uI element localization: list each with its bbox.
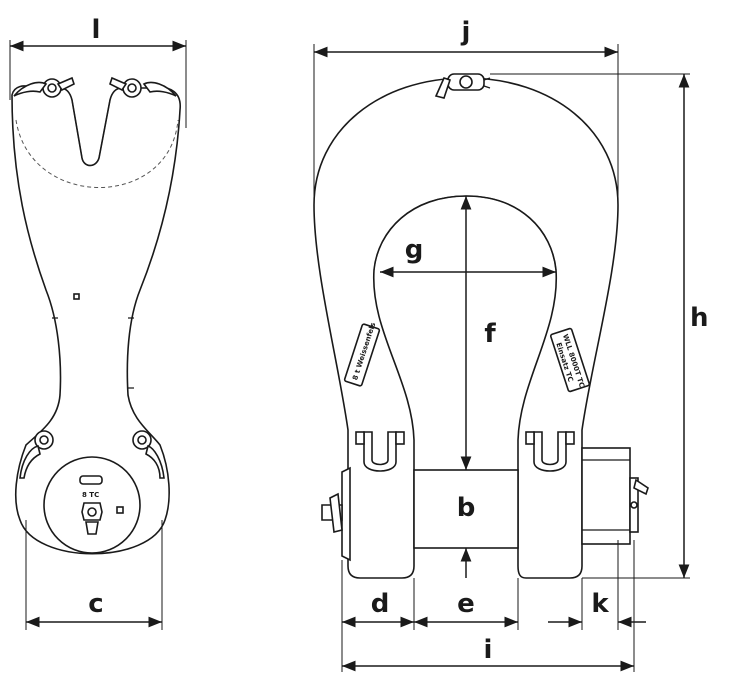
left-pin-head xyxy=(341,466,351,562)
top-left-clip xyxy=(13,76,75,98)
pin-body xyxy=(413,469,519,549)
middle-left-clip xyxy=(19,430,54,479)
stamp-mark xyxy=(116,506,124,514)
dim-label-g: g xyxy=(405,235,424,265)
right-arm-clip xyxy=(525,431,575,472)
dim-label-i: i xyxy=(484,635,493,665)
logo-badge xyxy=(79,475,103,485)
middle-right-clip xyxy=(132,430,165,479)
top-lug xyxy=(434,73,491,99)
right-nut xyxy=(581,447,649,545)
dim-label-f: f xyxy=(484,319,496,349)
dim-label-d: d xyxy=(371,589,390,619)
body-mark xyxy=(73,293,80,300)
dim-label-k: k xyxy=(591,589,609,619)
front-view: 8 t Weissenfels WLL 8000T TC Einsatz TC xyxy=(313,17,709,672)
hidden-outline xyxy=(15,119,179,188)
left-arm-clip xyxy=(355,431,405,472)
dim-label-l: l xyxy=(92,15,101,45)
top-right-clip xyxy=(109,76,177,98)
dim-label-j: j xyxy=(461,17,471,47)
dim-label-e: e xyxy=(457,589,475,619)
dim-label-c: c xyxy=(88,589,103,619)
side-view: 8 TC l c xyxy=(9,15,187,630)
front-capacity-text: 8 TC xyxy=(82,491,99,499)
dim-label-b: b xyxy=(457,493,476,523)
dim-label-h: h xyxy=(690,303,709,333)
top-groove xyxy=(71,99,111,167)
